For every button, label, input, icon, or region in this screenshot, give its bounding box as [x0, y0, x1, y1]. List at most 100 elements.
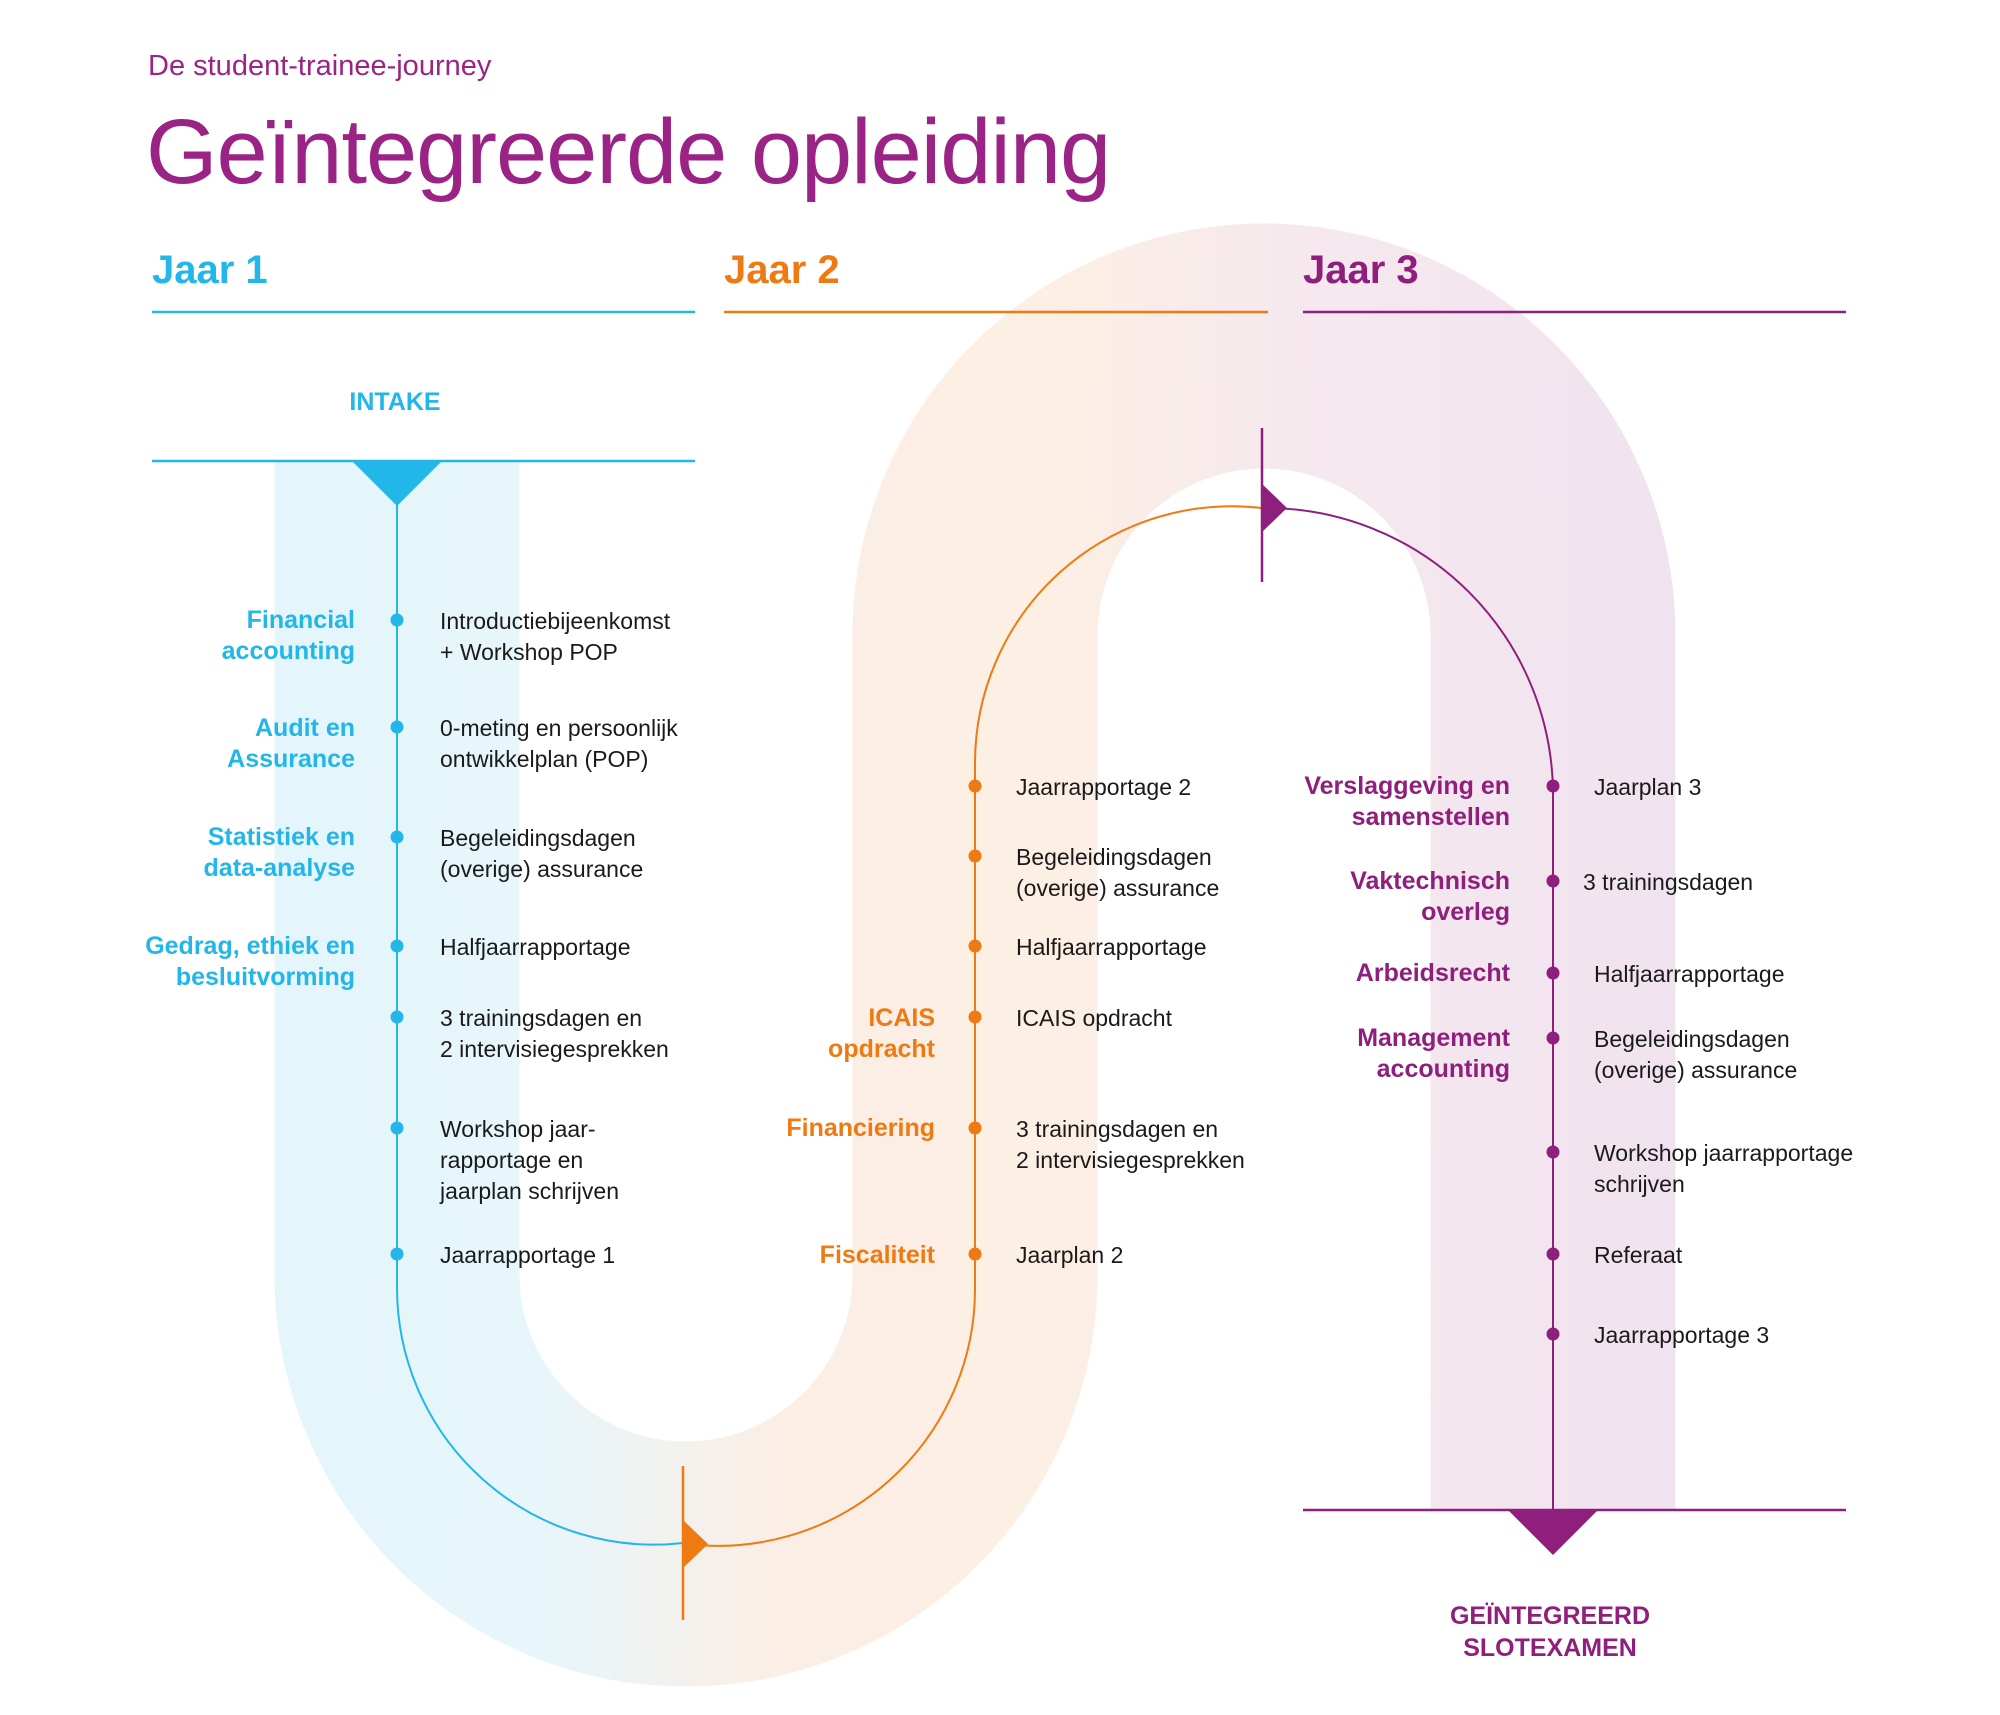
- milestone-y1-7: Jaarrapportage 1: [440, 1240, 720, 1271]
- subject-line: Management: [1357, 1024, 1510, 1052]
- subject-line: overleg: [1421, 898, 1510, 926]
- transition-1-marker: [683, 1520, 708, 1568]
- milestone-line: 3 trainingsdagen en: [1016, 1116, 1219, 1142]
- subject-y1-audit-assurance: Audit en Assurance: [25, 713, 355, 775]
- page-title: Geïntegreerde opleiding: [146, 101, 1111, 203]
- subject-y3-arbeidsrecht: Arbeidsrecht: [1180, 958, 1510, 989]
- milestone-dot-y1-1: [390, 613, 404, 627]
- year-1-heading: Jaar 1: [152, 248, 268, 292]
- milestone-dot-y2-4: [968, 1010, 982, 1024]
- milestone-line: Jaarrapportage 2: [1016, 774, 1192, 800]
- subject-y2-fiscaliteit: Fiscaliteit: [605, 1240, 935, 1271]
- milestone-line: 3 trainingsdagen en: [440, 1005, 643, 1031]
- milestone-y1-4: Halfjaarrapportage: [440, 932, 720, 963]
- milestone-y1-2: 0-meting en persoonlijk ontwikkelplan (P…: [440, 713, 720, 775]
- subject-line: accounting: [1376, 1055, 1510, 1083]
- subject-line: samenstellen: [1351, 803, 1510, 831]
- milestone-dot-y1-6: [390, 1121, 404, 1135]
- milestone-line: Introductiebijeenkomst: [440, 608, 671, 634]
- year-3-heading: Jaar 3: [1303, 248, 1419, 292]
- subject-line: Fiscaliteit: [819, 1241, 935, 1269]
- milestone-dot-y3-4: [1546, 1031, 1560, 1045]
- milestone-dot-y3-5: [1546, 1145, 1560, 1159]
- subject-line: Financiering: [786, 1114, 935, 1142]
- milestone-line: Begeleidingsdagen: [1594, 1026, 1790, 1052]
- milestone-line: jaarplan schrijven: [440, 1178, 619, 1204]
- milestone-dot-y2-3: [968, 939, 982, 953]
- milestone-y3-7: Jaarrapportage 3: [1594, 1320, 1924, 1351]
- milestone-y1-6: Workshop jaar- rapportage en jaarplan sc…: [440, 1114, 720, 1207]
- subject-y1-statistiek: Statistiek en data-analyse: [25, 822, 355, 884]
- milestone-y3-1: Jaarplan 3: [1594, 772, 1924, 803]
- year3-timeline: [1265, 507, 1554, 1515]
- subject-y1-financial-accounting: Financial accounting: [25, 605, 355, 667]
- subject-line: opdracht: [828, 1035, 935, 1063]
- milestone-line: Jaarrapportage 3: [1594, 1322, 1770, 1348]
- final-exam-label-line-2: SLOTEXAMEN: [1463, 1634, 1637, 1662]
- milestone-dot-y2-6: [968, 1247, 982, 1261]
- final-exam-marker: [1508, 1510, 1598, 1555]
- transition-2-marker: [1262, 484, 1287, 532]
- milestone-dot-y3-2: [1546, 874, 1560, 888]
- milestone-line: ICAIS opdracht: [1016, 1005, 1172, 1031]
- milestone-line: schrijven: [1594, 1171, 1685, 1197]
- subject-line: accounting: [221, 637, 355, 665]
- subject-line: Vaktechnisch: [1350, 867, 1510, 895]
- milestone-y1-1: Introductiebijeenkomst + Workshop POP: [440, 606, 720, 668]
- milestone-dot-y1-3: [390, 830, 404, 844]
- milestone-line: 0-meting en persoonlijk: [440, 715, 678, 741]
- milestone-line: Halfjaarrapportage: [1594, 961, 1785, 987]
- milestone-y2-1: Jaarrapportage 2: [1016, 772, 1316, 803]
- milestone-line: 2 intervisiegesprekken: [440, 1036, 669, 1062]
- milestone-line: ontwikkelplan (POP): [440, 746, 649, 772]
- milestone-line: Workshop jaar-: [440, 1116, 596, 1142]
- subject-y3-vaktechnisch: Vaktechnisch overleg: [1180, 866, 1510, 928]
- milestone-y2-5: 3 trainingsdagen en 2 intervisiegesprekk…: [1016, 1114, 1316, 1176]
- subject-line: Audit en: [255, 714, 355, 742]
- subject-line: besluitvorming: [175, 963, 355, 991]
- milestone-y2-3: Halfjaarrapportage: [1016, 932, 1316, 963]
- milestone-dot-y2-2: [968, 849, 982, 863]
- milestone-y3-5: Workshop jaarrapportage schrijven: [1594, 1138, 1924, 1200]
- milestone-line: Begeleidingsdagen: [440, 825, 636, 851]
- subject-y3-management-accounting: Management accounting: [1180, 1023, 1510, 1085]
- milestone-line: (overige) assurance: [440, 856, 644, 882]
- milestone-dot-y1-2: [390, 720, 404, 734]
- subject-y3-verslaggeving: Verslaggeving en samenstellen: [1180, 771, 1510, 833]
- milestone-line: rapportage en: [440, 1147, 584, 1173]
- milestone-line: Halfjaarrapportage: [1016, 934, 1207, 960]
- milestone-line: Workshop jaarrapportage: [1594, 1140, 1854, 1166]
- milestone-line: Jaarplan 3: [1594, 774, 1702, 800]
- page-subtitle: De student-trainee-journey: [148, 50, 492, 82]
- milestone-y2-2: Begeleidingsdagen (overige) assurance: [1016, 842, 1316, 904]
- intake-label: INTAKE: [349, 388, 441, 416]
- milestone-line: + Workshop POP: [440, 639, 618, 665]
- subject-line: Assurance: [227, 745, 355, 773]
- milestone-y2-4: ICAIS opdracht: [1016, 1003, 1316, 1034]
- milestone-dot-y3-3: [1546, 966, 1560, 980]
- milestone-dot-y3-6: [1546, 1247, 1560, 1261]
- milestone-line: Jaarplan 2: [1016, 1242, 1124, 1268]
- year2-timeline: [686, 505, 1263, 1547]
- milestone-line: (overige) assurance: [1016, 875, 1220, 901]
- milestone-y3-4: Begeleidingsdagen (overige) assurance: [1594, 1024, 1924, 1086]
- milestone-dot-y1-5: [390, 1010, 404, 1024]
- year-2-heading: Jaar 2: [724, 248, 840, 292]
- milestone-y2-6: Jaarplan 2: [1016, 1240, 1316, 1271]
- milestone-y3-2: 3 trainingsdagen: [1583, 867, 1913, 898]
- milestone-dot-y1-7: [390, 1247, 404, 1261]
- milestone-line: Jaarrapportage 1: [440, 1242, 616, 1268]
- final-exam-label-line-1: GEÏNTEGREERD: [1449, 1602, 1651, 1630]
- milestone-y1-5: 3 trainingsdagen en 2 intervisiegesprekk…: [440, 1003, 720, 1065]
- subject-y2-icais: ICAIS opdracht: [605, 1003, 935, 1065]
- milestone-y3-3: Halfjaarrapportage: [1594, 959, 1924, 990]
- subject-line: ICAIS: [868, 1004, 935, 1032]
- milestone-line: (overige) assurance: [1594, 1057, 1798, 1083]
- milestone-y1-3: Begeleidingsdagen (overige) assurance: [440, 823, 720, 885]
- milestone-y3-6: Referaat: [1594, 1240, 1924, 1271]
- milestone-dot-y3-1: [1546, 779, 1560, 793]
- subject-y1-gedrag-ethiek: Gedrag, ethiek en besluitvorming: [25, 931, 355, 993]
- milestone-line: Begeleidingsdagen: [1016, 844, 1212, 870]
- milestone-line: Referaat: [1594, 1242, 1683, 1268]
